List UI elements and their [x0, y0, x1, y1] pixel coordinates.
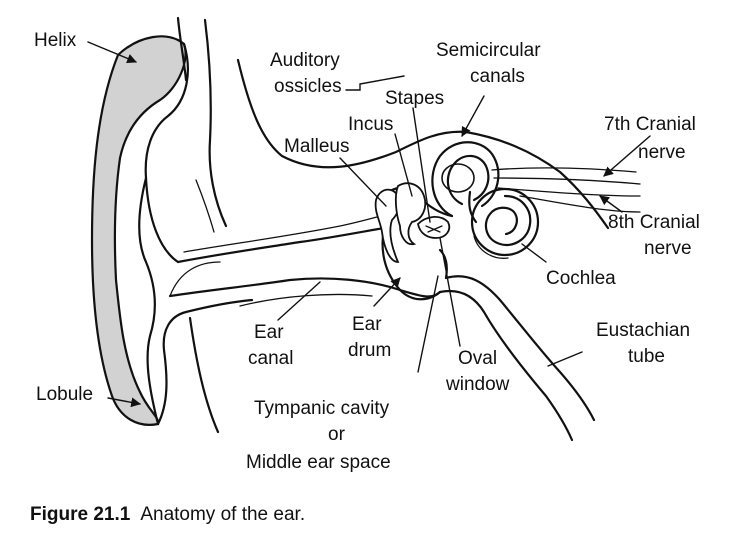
- label-semicircular-canals-2: canals: [470, 66, 525, 87]
- head-contour-1: [176, 16, 188, 82]
- inner-ear: [431, 141, 641, 259]
- stapes-arch: [425, 225, 443, 233]
- middle-ear: [374, 182, 454, 301]
- label-cranial-nerve-7-1: 7th Cranial: [604, 114, 696, 135]
- incus-bone: [394, 182, 427, 246]
- label-stapes: Stapes: [385, 88, 444, 109]
- nerve-7-line-2: [493, 177, 641, 185]
- label-lobule: Lobule: [36, 384, 93, 405]
- label-tympanic-cavity-2: or: [328, 424, 346, 445]
- cochlea-spiral: [484, 194, 532, 247]
- label-cochlea: Cochlea: [546, 268, 616, 289]
- ear-canal-leader: [277, 281, 321, 321]
- ear-canal: [168, 211, 402, 307]
- oval-window-leader: [439, 237, 461, 347]
- label-cranial-nerve-8-2: nerve: [644, 238, 692, 259]
- figure-caption: Figure 21.1 Anatomy of the ear.: [30, 504, 305, 526]
- nerve-8-line-1: [497, 187, 641, 197]
- helix-shading: [90, 35, 187, 426]
- label-ear-canal-2: canal: [248, 348, 293, 369]
- ear-canal-upper-wall: [176, 226, 386, 264]
- eustachian-tube: [398, 275, 596, 442]
- vestibule-link: [468, 190, 478, 224]
- canal-loop-inner: [446, 154, 490, 206]
- figure-caption-text: Anatomy of the ear.: [140, 504, 306, 525]
- antihelix-line: [144, 42, 189, 264]
- cochlea-base: [473, 235, 509, 259]
- label-incus: Incus: [348, 114, 393, 135]
- label-helix: Helix: [34, 30, 77, 51]
- canal-skin-line-upper: [183, 211, 397, 253]
- leader-lines: [87, 41, 651, 408]
- cranial-nerves: [491, 167, 641, 213]
- cochlea-leader: [521, 243, 547, 263]
- label-eustachian-tube-1: Eustachian: [596, 320, 690, 341]
- lobule-leader: [107, 397, 141, 408]
- label-eustachian-tube-2: tube: [628, 346, 665, 367]
- concha-back-line: [138, 176, 160, 426]
- label-semicircular-canals-1: Semicircular: [436, 40, 541, 61]
- canal-loop-center: [441, 163, 475, 193]
- semicircular-leader: [461, 95, 485, 137]
- eustachian-tube-upper: [438, 289, 574, 442]
- tympanic-leader: [417, 275, 439, 373]
- label-cranial-nerve-7-2: nerve: [638, 142, 686, 163]
- canal-skin-line-lower: [239, 293, 373, 307]
- nerve-7-line-1: [491, 167, 637, 173]
- canal-loop-outer: [431, 141, 500, 218]
- label-ear-drum-2: drum: [348, 340, 391, 361]
- incus-leader: [394, 133, 413, 197]
- skull-contour: [236, 58, 610, 230]
- label-auditory-ossicles-2: ossicles: [274, 76, 342, 97]
- ear-anatomy-diagram: Helix Auditory ossicles Semicircular can…: [34, 16, 700, 473]
- figure-number: Figure 21.1: [30, 504, 131, 525]
- label-oval-window-2: window: [445, 374, 510, 395]
- malleus-leader: [339, 157, 387, 207]
- ossicles-leader: [345, 75, 405, 91]
- tragus-fold: [195, 179, 215, 233]
- head-contour-2: [203, 18, 228, 228]
- label-malleus: Malleus: [284, 136, 349, 157]
- cavity-floor: [398, 288, 442, 298]
- label-ear-canal-1: Ear: [254, 322, 284, 343]
- helix-leader: [87, 41, 137, 64]
- semicircular-canals: [431, 141, 500, 224]
- eustachian-tube-lower: [444, 275, 596, 422]
- label-oval-window-1: Oval: [458, 348, 497, 369]
- nerve-8-line-2: [519, 195, 641, 213]
- concha-floor: [169, 261, 221, 297]
- label-cranial-nerve-8-1: 8th Cranial: [608, 212, 700, 233]
- eustachian-leader: [547, 351, 583, 367]
- nerve-8-leader: [599, 195, 623, 213]
- ear-canal-lower-wall: [168, 277, 402, 298]
- label-ear-drum-1: Ear: [352, 314, 382, 335]
- ear-drum-leader: [373, 277, 401, 307]
- stapes-leader: [412, 107, 431, 223]
- stapes-bone: [417, 216, 451, 239]
- label-auditory-ossicles-1: Auditory: [270, 50, 340, 71]
- label-tympanic-cavity-1: Tympanic cavity: [254, 398, 390, 419]
- lobule-inner-line: [156, 298, 254, 426]
- nerve-7-leader: [603, 135, 651, 177]
- auricle: [90, 16, 254, 434]
- labels: Helix Auditory ossicles Semicircular can…: [34, 30, 700, 473]
- label-tympanic-cavity-3: Middle ear space: [246, 452, 391, 473]
- jaw-line: [188, 316, 220, 434]
